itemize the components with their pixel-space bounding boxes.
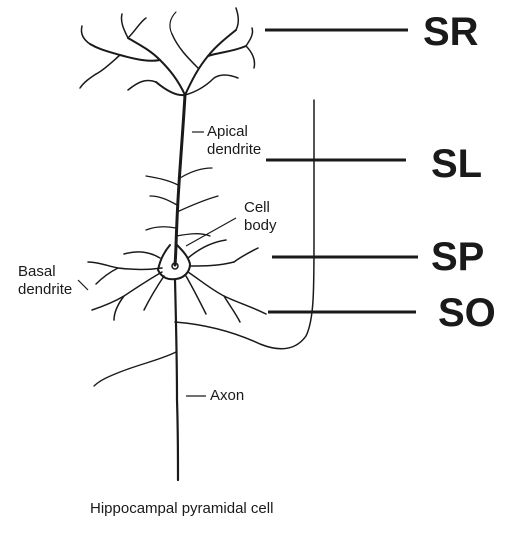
apical-tuft [80,8,255,95]
layer-label-sl: SL [431,142,482,186]
basal-dendrite-label-line2: dendrite [18,281,72,298]
cell-body-label-line2: body [244,217,277,234]
axon [175,280,178,480]
basal-dendrite-label-line1: Basal [18,263,56,280]
apical-dendrite-label-line1: Apical [207,123,248,140]
cell-body-label-line1: Cell [244,199,270,216]
apical-dendrite-trunk [175,95,185,265]
axon-label: Axon [210,387,244,404]
apical-dendrite-label-line2: dendrite [207,141,261,158]
layer-label-sr: SR [423,10,479,54]
layer-label-sp: SP [431,235,484,279]
oblique-dendrites [146,168,218,236]
leader-basal [78,280,88,290]
layer-label-so: SO [438,291,496,335]
figure-caption: Hippocampal pyramidal cell [90,500,273,517]
axon-collateral [94,352,176,386]
leader-cell-body [186,218,236,246]
